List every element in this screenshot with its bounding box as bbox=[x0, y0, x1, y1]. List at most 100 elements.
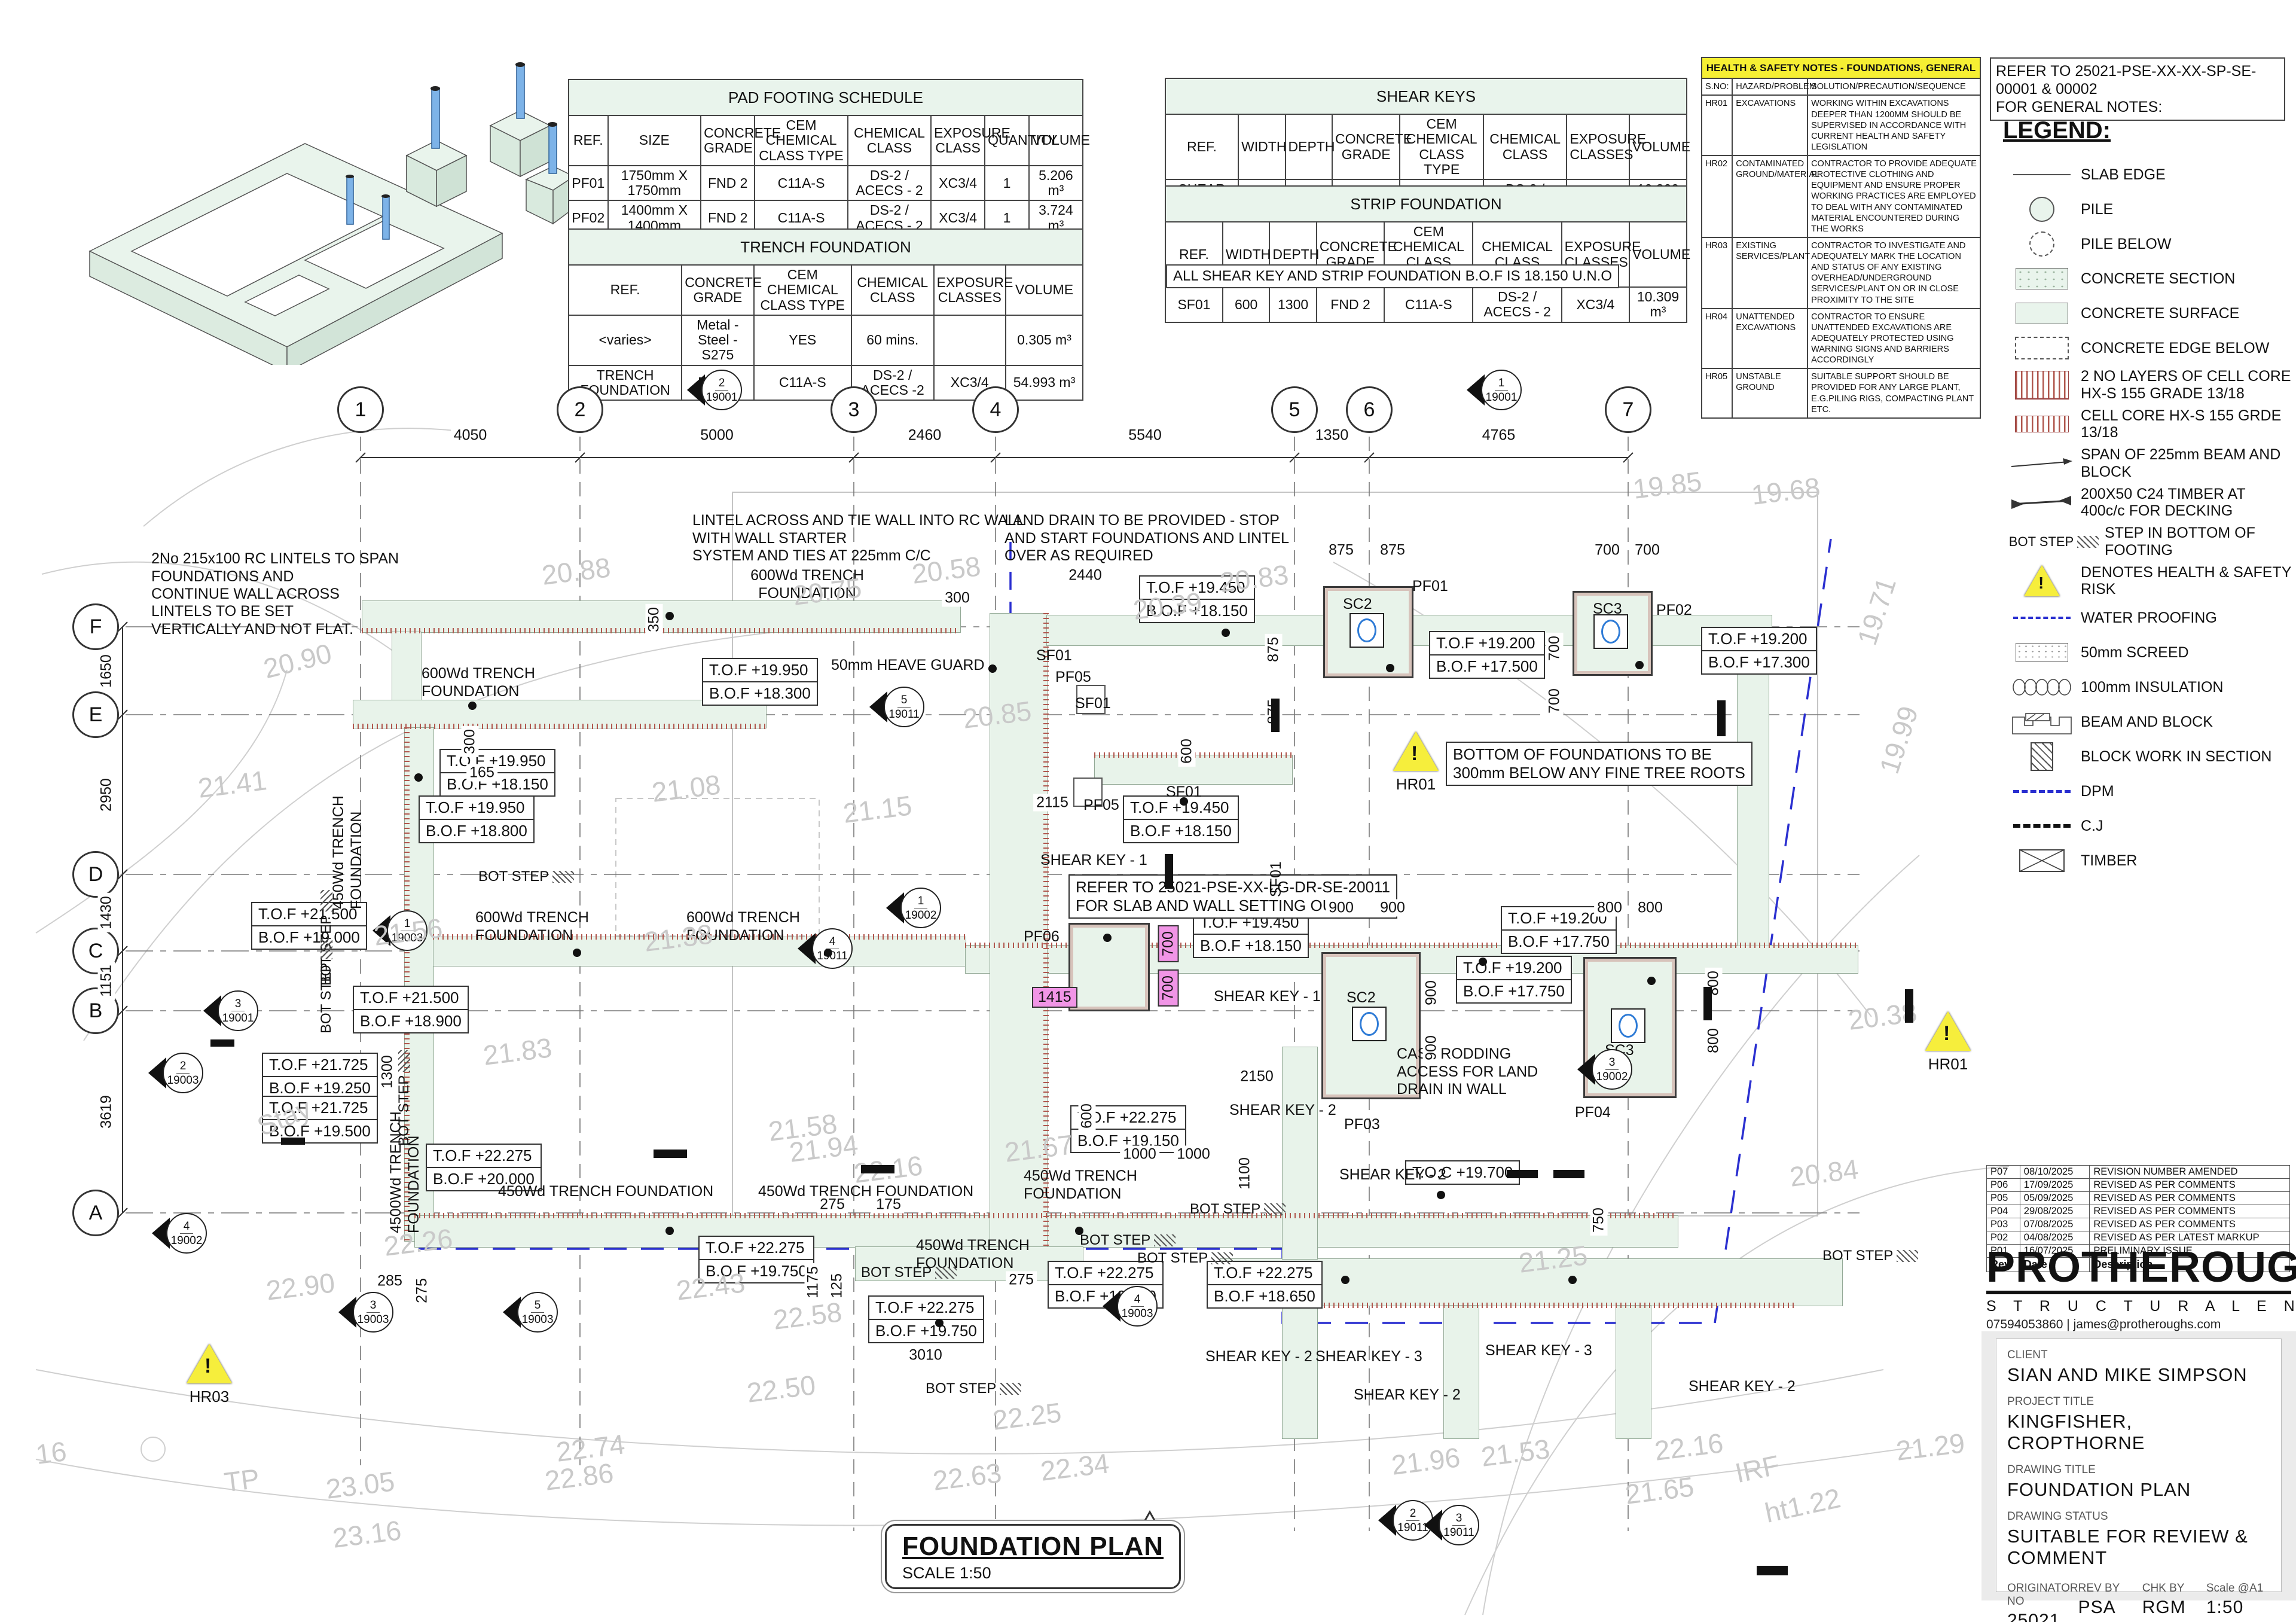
plan-label: SHEAR KEY - 2 bbox=[1354, 1386, 1461, 1403]
scale-label: Scale @A1 bbox=[2206, 1582, 2264, 1594]
legend-item: C.J bbox=[2003, 811, 2296, 841]
legend-item: CONCRETE SECTION bbox=[2003, 264, 2296, 294]
hs-cell: CONTRACTOR TO PROVIDE ADEQUATE PROTECTIV… bbox=[1807, 155, 1981, 238]
level-value: T.O.F +19.950 bbox=[426, 798, 525, 816]
dim-label: 900 bbox=[1326, 899, 1357, 917]
level-value: T.O.F +22.275 bbox=[1055, 1264, 1154, 1282]
plan-label: SF01 bbox=[1036, 647, 1072, 664]
survey-mark: 22.25 bbox=[991, 1397, 1063, 1436]
survey-mark: 16 bbox=[34, 1435, 69, 1470]
shear-keys-header: WIDTH bbox=[1238, 113, 1286, 181]
highlighted-dim: 1415 bbox=[1032, 987, 1077, 1008]
plan-label: 50mm HEAVE GUARD bbox=[831, 657, 985, 673]
plan-label: SHEAR KEY - 3 bbox=[1485, 1342, 1592, 1359]
revision-cell: 05/09/2025 bbox=[2019, 1191, 2090, 1205]
legend-item-label: BLOCK WORK IN SECTION bbox=[2081, 748, 2272, 765]
strip-foundation-cell: 600 bbox=[1222, 286, 1271, 323]
water-proofing-icon bbox=[2003, 617, 2081, 619]
bot-step-text: BOT STEP bbox=[861, 1264, 932, 1280]
scale-value: 1:50 bbox=[2206, 1597, 2244, 1617]
shear-keys-header: CONCRETE GRADE bbox=[1332, 113, 1412, 181]
trench-foundation-header: CEM CHEMICAL CLASS TYPE bbox=[753, 264, 852, 316]
survey-mark: 20.84 bbox=[1788, 1153, 1860, 1193]
level-value: T.O.F +22.275 bbox=[706, 1239, 805, 1257]
plan-label: 450Wd TRENCH FOUNDATION bbox=[758, 1183, 974, 1200]
flag-sheet: 19003 bbox=[521, 1313, 554, 1326]
plan-title: FOUNDATION PLAN bbox=[902, 1532, 1164, 1561]
span-arrow-icon bbox=[2003, 456, 2081, 471]
revision-cell: REVISED AS PER COMMENTS bbox=[2089, 1178, 2290, 1192]
cell-core-hatch bbox=[1043, 613, 1049, 1246]
plan-label: SF01 bbox=[1075, 695, 1111, 712]
shear-keys-header: CEM CHEMICAL CLASS TYPE bbox=[1399, 113, 1484, 181]
bot-step-label: BOT STEP bbox=[318, 937, 335, 1033]
grid-bubble: 5 bbox=[1271, 386, 1318, 433]
bot-step-text: BOT STEP bbox=[396, 1075, 412, 1146]
flag-number: 4 bbox=[825, 936, 839, 949]
legend-item-label: CONCRETE SECTION bbox=[2081, 270, 2236, 287]
plan-label: 450Wd TRENCH FOUNDATION bbox=[498, 1183, 714, 1200]
survey-mark: 21.96 bbox=[1390, 1441, 1462, 1481]
grid-dim-label: 3619 bbox=[97, 1092, 115, 1132]
survey-mark: 19.68 bbox=[1750, 471, 1822, 511]
level-value: B.O.F +18.150 bbox=[1124, 819, 1238, 842]
strip-foundation-cell: C11A-S bbox=[1384, 286, 1474, 323]
level-value: B.O.F +18.800 bbox=[420, 819, 533, 842]
grid-dim-label: 1350 bbox=[1312, 426, 1352, 444]
level-value: T.O.F +19.200 bbox=[1508, 909, 1607, 927]
survey-mark: 20.88 bbox=[540, 551, 612, 591]
level-value: B.O.F +17.500 bbox=[1430, 654, 1544, 678]
legend-item: 200X50 C24 TIMBER AT 400c/c FOR DECKING bbox=[2003, 486, 2296, 520]
survey-mark: 19.71 bbox=[1851, 574, 1903, 649]
step-hatch-icon bbox=[1211, 1252, 1234, 1264]
step-hatch-icon bbox=[935, 1267, 957, 1279]
leader-dot bbox=[468, 702, 477, 710]
wall-mark bbox=[1507, 1170, 1538, 1178]
plan-label: 600Wd TRENCH FOUNDATION bbox=[750, 567, 864, 602]
legend-item: 50mm SCREED bbox=[2003, 638, 2296, 667]
legend-item-label: TIMBER bbox=[2081, 852, 2138, 869]
concrete-section-icon bbox=[2003, 268, 2081, 289]
legend-item-label: SPAN OF 225mm BEAM AND BLOCK bbox=[2081, 446, 2281, 480]
client-label: CLIENT bbox=[2007, 1349, 2048, 1361]
bot-step-label: BOT STEP bbox=[396, 1050, 413, 1146]
leader-dot bbox=[1180, 797, 1188, 806]
leader-dot bbox=[665, 612, 674, 620]
plan-label: CAST RODDING ACCESS FOR LAND DRAIN IN WA… bbox=[1397, 1045, 1538, 1097]
survey-mark: 22.63 bbox=[931, 1457, 1003, 1496]
bot-step-label: BOT STEP bbox=[1080, 1232, 1176, 1249]
flag-sheet: 19003 bbox=[167, 1074, 199, 1087]
trench-foundation-cell: Metal - Steel - S275 bbox=[681, 314, 755, 366]
flag-sheet: 19001 bbox=[222, 1011, 254, 1025]
flag-number: 1 bbox=[400, 918, 414, 931]
pad-footing-cell: DS-2 / ACECS - 2 bbox=[847, 164, 932, 202]
flag-sheet: 19001 bbox=[1485, 391, 1518, 404]
bot-step-text: BOT STEP bbox=[1190, 1201, 1261, 1217]
pad-footing-header: EXPOSURE CLASS bbox=[930, 115, 1010, 166]
step-hatch-icon bbox=[1000, 1383, 1022, 1395]
bot-step-text: BOT STEP bbox=[478, 868, 549, 885]
survey-mark: 21.65 bbox=[1623, 1471, 1696, 1510]
flag-sheet: 19011 bbox=[817, 949, 848, 962]
flag-sheet: 19002 bbox=[905, 908, 937, 922]
bot-step-label: BOT STEP bbox=[1190, 1201, 1286, 1218]
dim-label: 300 bbox=[461, 726, 479, 757]
foundation-strip bbox=[990, 613, 1048, 1247]
bot-step-label: BOT STEP bbox=[1137, 1250, 1234, 1267]
pad-footing-cell: XC3/4 bbox=[930, 164, 986, 202]
survey-mark: IRF bbox=[1732, 1449, 1782, 1489]
